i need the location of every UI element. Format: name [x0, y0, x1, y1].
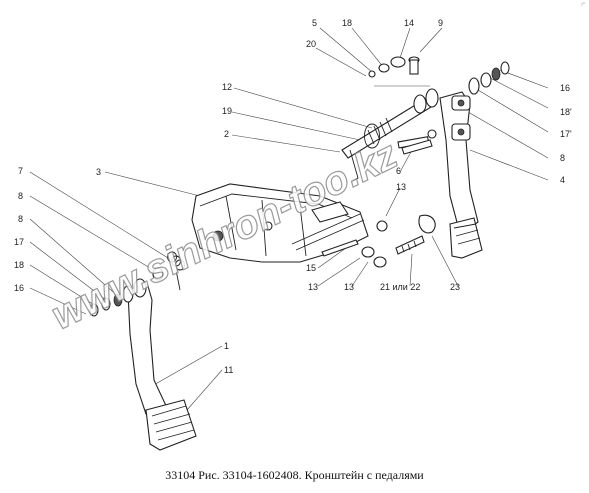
callout-21-22: 21 или 22	[380, 282, 420, 292]
right-pedal-assembly	[439, 61, 510, 259]
corner-mark: r°	[581, 2, 585, 8]
callout-13-lower-a: 13	[308, 282, 318, 292]
bracket-body	[191, 183, 369, 263]
callout-18-left: 18	[14, 260, 24, 270]
callout-17-left: 17	[14, 237, 24, 247]
callout-4: 4	[560, 175, 565, 185]
callout-1: 1	[224, 341, 229, 351]
callout-23: 23	[450, 282, 460, 292]
callout-13-upper: 13	[396, 182, 406, 192]
callout-11: 11	[224, 365, 233, 375]
left-pedal-assembly	[89, 267, 197, 451]
callout-8-left-a: 8	[18, 191, 23, 201]
callout-14: 14	[404, 18, 414, 28]
callout-16-right: 16	[560, 83, 570, 93]
pedal-shaft	[341, 56, 439, 183]
figure-caption: 33104 Рис. 33104-1602408. Кронштейн с пе…	[165, 468, 424, 482]
fasteners	[321, 139, 436, 268]
callout-3: 3	[96, 167, 101, 177]
return-spring	[167, 251, 185, 291]
callout-12: 12	[222, 82, 232, 92]
callout-19: 19	[222, 106, 232, 116]
callout-8-right: 8	[560, 153, 565, 163]
callout-labels: 5 18 14 9 20 12 19 2 16 18' 17' 8 4 6 13…	[14, 18, 572, 375]
callout-13-lower-b: 13	[344, 282, 354, 292]
callout-5: 5	[312, 18, 317, 28]
callout-16-left: 16	[14, 283, 24, 293]
callout-9: 9	[438, 18, 443, 28]
callout-15: 15	[306, 263, 316, 273]
callout-7: 7	[18, 166, 23, 176]
callout-8-left-b: 8	[18, 214, 23, 224]
callout-2: 2	[224, 129, 229, 139]
callout-18-top: 18	[342, 18, 352, 28]
callout-18-right: 18'	[560, 107, 572, 117]
callout-17-right: 17'	[560, 129, 572, 139]
callout-6: 6	[396, 166, 401, 176]
callout-20: 20	[306, 39, 316, 49]
